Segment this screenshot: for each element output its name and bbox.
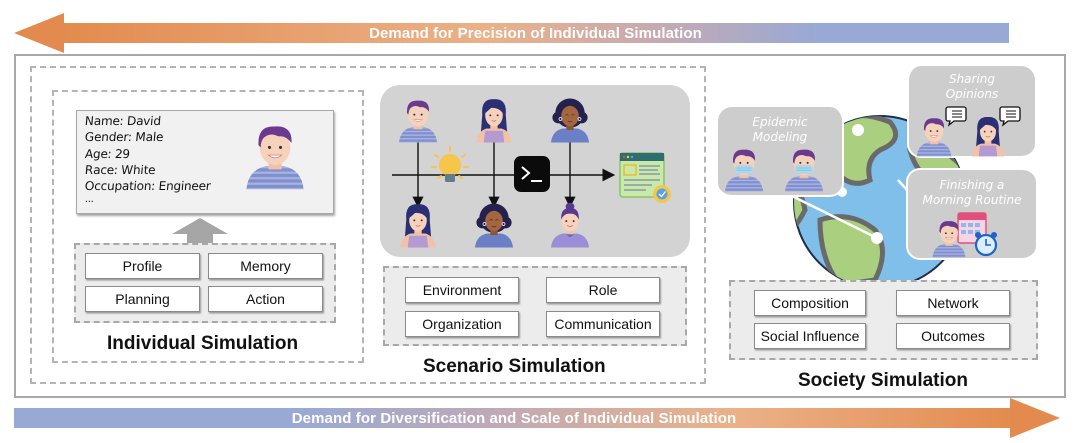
module-communication: Communication [546,311,660,337]
scenario-flow-diagram [392,98,671,248]
individual-frame [52,90,364,363]
card-epidemic-label-1: Epidemic [752,115,808,129]
card-morning-label-2: Morning Routine [922,193,1022,207]
diversification-demand-arrow: Demand for Diversification and Scale of … [14,408,1014,428]
module-action: Action [208,286,323,312]
opinion-agent-woman [971,116,1005,157]
epidemic-masked-agents [724,149,824,192]
masked-agent-2 [784,149,824,192]
agent-woman-avatar-2 [400,203,436,248]
module-composition: Composition [754,290,866,316]
individual-simulation-title: Individual Simulation [107,333,299,354]
masked-agent-1 [724,149,764,192]
david-avatar [242,118,308,190]
precision-demand-label: Demand for Precision of Individual Simul… [369,24,702,42]
outer-frame [14,54,1066,398]
scenario-simulation-title: Scenario Simulation [423,356,606,377]
card-epidemic-label-2: Modeling [752,130,808,144]
module-planning: Planning [85,286,200,312]
morning-routine-icons [932,212,998,258]
up-arrow-icon [172,218,228,234]
profile-ellipsis: ... [84,194,95,206]
arrow-right-head-icon [1010,398,1060,438]
up-arrow-stem [187,233,213,245]
diversification-demand-label: Demand for Diversification and Scale of … [291,409,737,427]
module-profile: Profile [85,253,200,279]
speech-bubble-icon-2 [999,106,1021,127]
agent-curly-avatar-2 [474,203,514,248]
module-social-influence: Social Influence [754,323,866,349]
module-outcomes: Outcomes [896,323,1010,349]
module-role: Role [546,277,660,303]
arrow-left-head-icon [14,13,64,53]
terminal-icon [514,156,550,192]
code-window-icon [619,152,671,203]
module-memory: Memory [208,253,323,279]
speech-bubble-icon [945,106,967,127]
scenario-frame [30,66,706,384]
alarm-clock-icon [974,232,998,257]
card-morning-routine: Finishing a Morning Routine [906,168,1036,260]
precision-demand-arrow: Demand for Precision of Individual Simul… [62,23,1009,43]
profile-card: Name: David Gender: Male Age: 29 Race: W… [76,110,334,214]
agent-bun-avatar [550,202,590,248]
opinion-agent-man [916,118,952,157]
agent-curly-avatar [550,98,590,143]
agent-woman-avatar [476,98,512,143]
society-simulation-title: Society Simulation [798,370,968,391]
module-environment: Environment [405,277,519,303]
lightbulb-icon [431,146,469,182]
agent-man-avatar [398,100,438,143]
card-sharing-label-2: Opinions [945,87,999,101]
card-sharing-label-1: Sharing [948,72,996,86]
module-organization: Organization [405,311,519,337]
card-morning-label-1: Finishing a [939,178,1005,192]
sharing-opinions-agents [916,106,1021,157]
module-network: Network [896,290,1010,316]
